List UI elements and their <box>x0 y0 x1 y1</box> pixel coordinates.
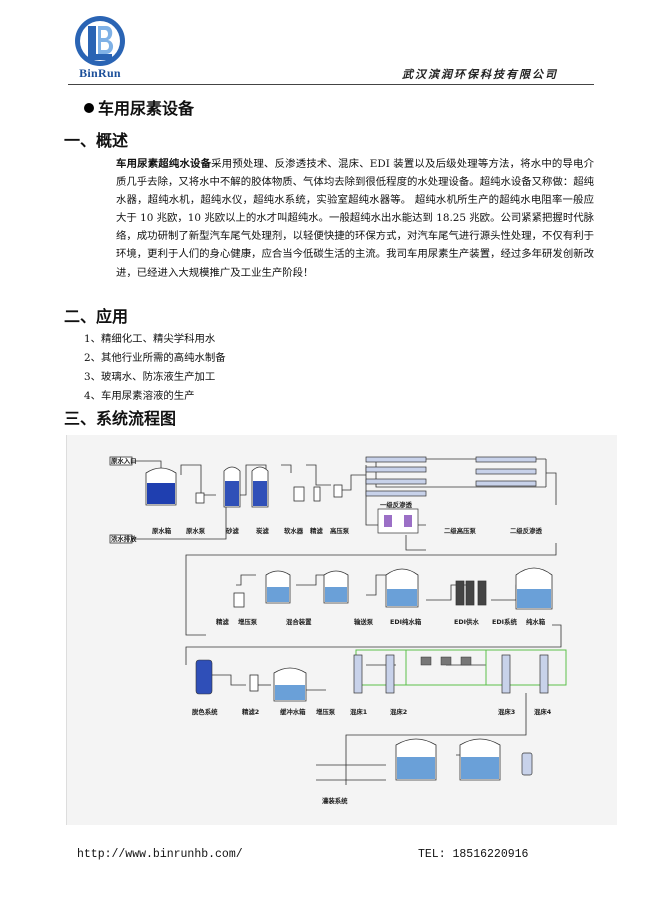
diagram-label: 二级高压泵 <box>444 526 477 535</box>
ro-membranes-1 <box>365 456 427 497</box>
application-list: 1、精细化工、精尖学科用水 2、其他行业所需的高纯水制备 3、玻璃水、防冻液生产… <box>84 330 226 406</box>
diagram-label: EDI纯水箱 <box>390 617 422 626</box>
diagram-label: 缓冲水箱 <box>280 707 306 716</box>
diagram-label: 二级反渗透 <box>510 526 543 535</box>
doc-title: 车用尿素设备 <box>84 95 194 119</box>
decolor-system <box>195 659 213 695</box>
overview-lead: 车用尿素超纯水设备 <box>116 158 212 170</box>
company-logo <box>70 14 130 80</box>
diagram-label: 增压泵 <box>238 617 258 626</box>
section-overview-body: 车用尿素超纯水设备采用预处理、反渗透技术、混床、EDI 装置以及后级处理等方法，… <box>116 155 594 282</box>
mixed-beds <box>353 654 549 694</box>
diagram-label: 炭滤 <box>256 526 269 535</box>
diagram-label: 精滤 <box>310 526 323 535</box>
diagram-label: 精滤 <box>216 617 229 626</box>
diagram-label: EDI供水 <box>454 617 479 626</box>
high-pressure-pump <box>333 484 343 498</box>
carbon-filter <box>251 466 269 508</box>
outlet-label: 浓水排放 <box>111 534 137 543</box>
diagram-label: 增压泵 <box>316 707 336 716</box>
diagram-label: 混床4 <box>534 707 552 716</box>
diagram-label: 软水器 <box>284 526 304 535</box>
section-flowchart-title: 三、系统流程图 <box>64 409 177 428</box>
diagram-label: 原水泵 <box>186 526 206 535</box>
buffer-tank <box>273 667 307 702</box>
edi-system <box>455 580 487 606</box>
diagram-label: 脱色系统 <box>192 707 218 716</box>
storage-tanks <box>395 738 501 781</box>
diagram-label: 混床3 <box>498 707 515 716</box>
diagram-row-3 <box>185 624 562 691</box>
diagram-label: 输送泵 <box>354 617 374 626</box>
edi-water-tank <box>385 568 419 608</box>
section-application-title: 二、应用 <box>64 307 129 326</box>
list-item: 1、精细化工、精尖学科用水 <box>84 333 216 345</box>
footer-telephone: TEL: 18516220916 <box>418 848 529 861</box>
list-item: 4、车用尿素溶液的生产 <box>84 390 195 402</box>
diagram-label: 混床2 <box>390 707 407 716</box>
diagram-label: EDI系统 <box>492 617 517 626</box>
list-item: 3、玻璃水、防冻液生产加工 <box>84 371 216 383</box>
bullet-icon <box>84 103 94 113</box>
row2-filter <box>233 592 245 608</box>
diagram-label: 一级反渗透 <box>380 500 413 509</box>
ro-cleaning-unit <box>377 508 419 534</box>
inlet-label: 原水入口 <box>111 456 137 465</box>
list-item: 2、其他行业所需的高纯水制备 <box>84 352 226 364</box>
overview-text: 采用预处理、反渗透技术、混床、EDI 装置以及后级处理等方法，将水中的导电介质几… <box>116 158 594 279</box>
diagram-label: 高压泵 <box>330 526 350 535</box>
header-divider <box>68 84 594 85</box>
process-flow-diagram: 原水入口 浓水排放 原水箱 原水泵 砂滤 炭滤 软水器 精滤 高压泵 一级反渗透… <box>109 456 567 805</box>
raw-water-tank <box>145 467 177 506</box>
brand-name: BinRun <box>79 66 121 80</box>
footer-website-link[interactable]: http://www.binrunhb.com/ <box>77 848 243 861</box>
row3-filter <box>249 674 259 692</box>
doc-title-text: 车用尿素设备 <box>98 99 195 118</box>
sand-filter <box>223 466 241 508</box>
ro-membranes-2 <box>475 456 537 487</box>
diagram-label: 砂滤 <box>226 526 239 535</box>
final-filter <box>521 752 533 776</box>
diagram-label: 精滤2 <box>242 707 259 716</box>
company-name: 武汉滨润环保科技有限公司 <box>402 68 558 81</box>
diagram-label: 混合装置 <box>286 617 312 626</box>
diagram-label: 纯水箱 <box>526 617 546 626</box>
precision-filter <box>313 486 321 502</box>
control-boxes <box>420 656 472 666</box>
pure-water-tank <box>515 567 553 610</box>
section-overview-title: 一、概述 <box>64 131 129 150</box>
diagram-label: 灌装系统 <box>322 796 348 805</box>
softener <box>293 486 305 502</box>
diagram-label: 混床1 <box>350 707 367 716</box>
diagram-label: 原水箱 <box>152 526 172 535</box>
raw-water-pump <box>195 492 205 504</box>
mixing-units <box>265 570 349 604</box>
